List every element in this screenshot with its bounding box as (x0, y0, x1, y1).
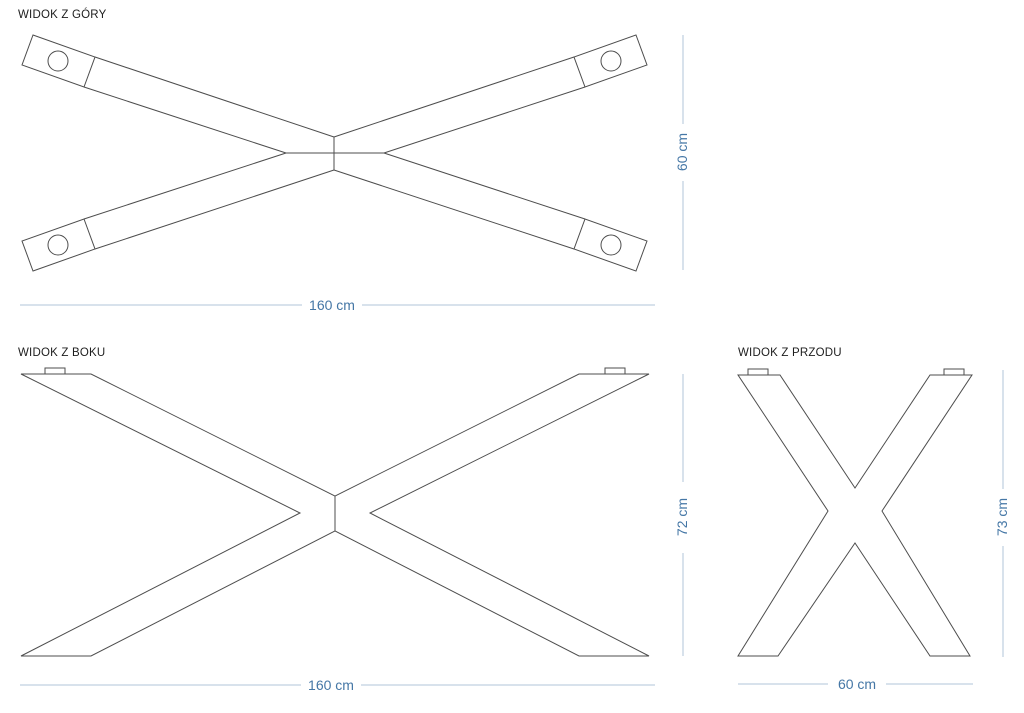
front-view-title: WIDOK Z PRZODU (738, 347, 842, 359)
top-view: WIDOK Z GÓRY (18, 8, 690, 313)
front-view: WIDOK Z PRZODU 60 cm 73 cm (737, 347, 1010, 692)
arm-edge (333, 169, 575, 250)
bolt-hole (47, 50, 69, 72)
side-view-width-dimension: 160 cm (308, 677, 354, 693)
mounting-tab (747, 368, 769, 376)
side-view-dimension-lines (20, 374, 684, 686)
top-view-title: WIDOK Z GÓRY (18, 8, 107, 21)
arm-edge (383, 86, 586, 154)
bolt-hole (47, 234, 69, 256)
bolt-hole (600, 234, 622, 256)
top-view-drawing (21, 34, 648, 272)
side-view-drawing (20, 367, 650, 657)
front-view-drawing (737, 368, 973, 657)
front-view-height-dimension: 73 cm (994, 498, 1010, 536)
mounting-tab (44, 367, 66, 375)
mounting-tab (604, 367, 626, 375)
front-view-width-dimension: 60 cm (838, 676, 876, 692)
arm-edge (94, 56, 335, 138)
mounting-plate (21, 218, 96, 272)
front-view-dimension-lines (738, 370, 1004, 685)
side-view-height-dimension: 72 cm (674, 498, 690, 536)
bolt-hole (600, 50, 622, 72)
arm-edge (83, 152, 287, 220)
side-view: WIDOK Z BOKU 160 cm 72 cm (18, 347, 690, 693)
leg-outline (20, 373, 336, 657)
leg-outline (737, 374, 973, 657)
top-view-dimension-lines (20, 35, 684, 306)
mounting-plate (573, 34, 648, 88)
top-view-width-dimension: 160 cm (309, 297, 355, 313)
mounting-tab (943, 368, 965, 376)
top-view-height-dimension: 60 cm (674, 133, 690, 171)
mounting-plate (21, 34, 96, 88)
arm-edge (333, 56, 575, 138)
arm-edge (383, 152, 586, 220)
side-view-title: WIDOK Z BOKU (18, 347, 105, 359)
mounting-plate (573, 218, 648, 272)
arm-edge (94, 169, 335, 250)
leg-outline (334, 373, 650, 657)
arm-edge (83, 86, 287, 154)
